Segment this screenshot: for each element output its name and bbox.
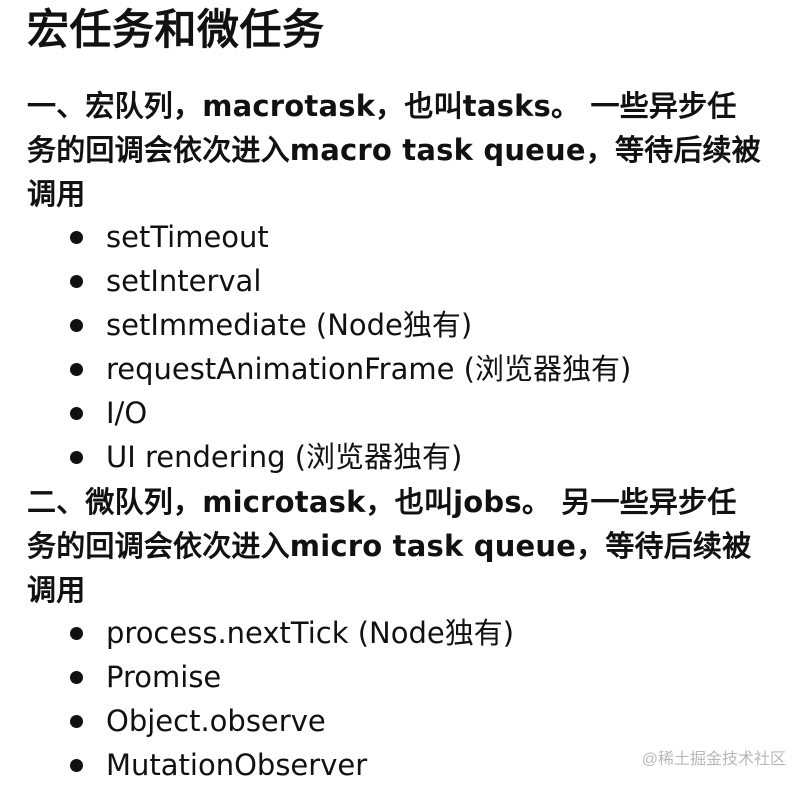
- bullet-icon: [70, 627, 83, 640]
- microtask-heading-line-3: 调用: [27, 573, 86, 607]
- list-item-text: Promise: [106, 660, 222, 694]
- list-item-text: Object.observe: [106, 704, 326, 738]
- bullet-icon: [70, 451, 83, 464]
- list-item-text: setInterval: [106, 264, 262, 298]
- microtask-heading-line-1: 二、微队列，microtask，也叫jobs。 另一些异步任: [27, 485, 737, 519]
- list-item-text: setImmediate (Node独有): [106, 308, 473, 342]
- page-title: 宏任务和微任务: [27, 5, 325, 54]
- list-item-text: I/O: [106, 396, 148, 430]
- bullet-icon: [70, 759, 83, 772]
- macrotask-section-heading: 一、宏队列，macrotask，也叫tasks。 一些异步任 务的回调会依次进入…: [27, 84, 787, 216]
- macrotask-heading-line-1: 一、宏队列，macrotask，也叫tasks。 一些异步任: [27, 89, 737, 123]
- macrotask-heading-line-3: 调用: [27, 177, 86, 211]
- list-item-text: MutationObserver: [106, 748, 368, 782]
- bullet-icon: [70, 363, 83, 376]
- bullet-icon: [70, 231, 83, 244]
- list-item-text: setTimeout: [106, 220, 269, 254]
- bullet-icon: [70, 671, 83, 684]
- bullet-icon: [70, 715, 83, 728]
- microtask-section-heading: 二、微队列，microtask，也叫jobs。 另一些异步任 务的回调会依次进入…: [27, 480, 787, 612]
- list-item-text: UI rendering (浏览器独有): [106, 440, 463, 474]
- list-item-text: requestAnimationFrame (浏览器独有): [106, 352, 632, 386]
- bullet-icon: [70, 319, 83, 332]
- bullet-icon: [70, 407, 83, 420]
- macrotask-heading-line-2: 务的回调会依次进入macro task queue，等待后续被: [27, 133, 761, 167]
- bullet-icon: [70, 275, 83, 288]
- list-item-text: process.nextTick (Node独有): [106, 616, 515, 650]
- microtask-heading-line-2: 务的回调会依次进入micro task queue，等待后续被: [27, 529, 752, 563]
- watermark: @稀土掘金技术社区: [641, 751, 786, 768]
